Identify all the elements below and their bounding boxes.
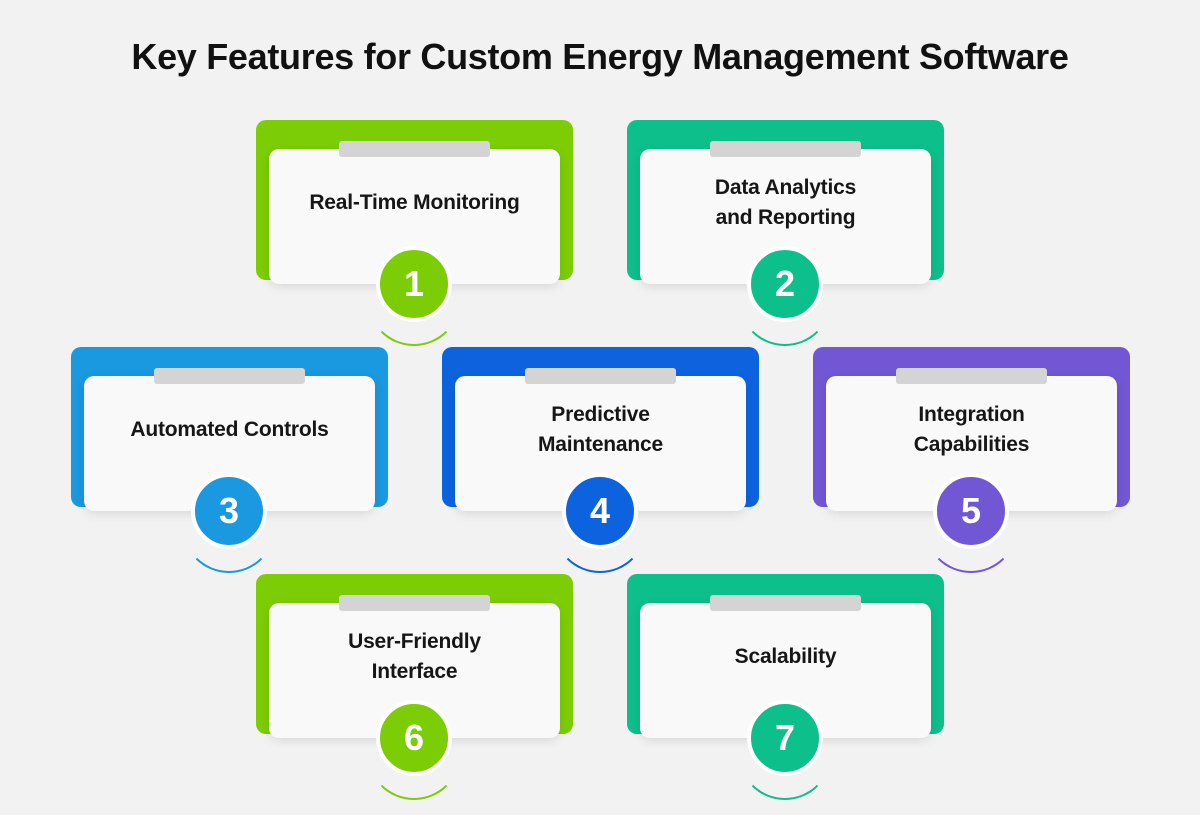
feature-card-predictive-maintenance: Predictive Maintenance 4 (442, 347, 759, 573)
badge-ring (367, 252, 461, 346)
feature-card-real-time-monitoring: Real-Time Monitoring 1 (256, 120, 573, 346)
badge-ring (182, 479, 276, 573)
badge-ring (367, 706, 461, 800)
page-title: Key Features for Custom Energy Managemen… (131, 36, 1069, 77)
feature-label: User-Friendly Interface (348, 629, 481, 683)
badge-ring (738, 252, 832, 346)
feature-number-badge: 4 (562, 473, 638, 549)
feature-number-badge: 5 (933, 473, 1009, 549)
badge-ring (924, 479, 1018, 573)
feature-number-badge: 6 (376, 700, 452, 776)
feature-number-badge: 7 (747, 700, 823, 776)
feature-label: Automated Controls (130, 417, 329, 441)
card-tab (339, 595, 490, 611)
feature-label: Scalability (734, 644, 837, 668)
card-tab (710, 595, 861, 611)
feature-card-scalability: Scalability 7 (627, 574, 944, 800)
feature-card-user-friendly-interface: User-Friendly Interface 6 (256, 574, 573, 800)
feature-number-badge: 1 (376, 246, 452, 322)
feature-card-integration-capabilities: Integration Capabilities 5 (813, 347, 1130, 573)
feature-card-data-analytics: Data Analytics and Reporting 2 (627, 120, 944, 346)
feature-card-automated-controls: Automated Controls 3 (71, 347, 388, 573)
card-tab (896, 368, 1047, 384)
feature-label: Real-Time Monitoring (309, 190, 520, 214)
card-tab (525, 368, 676, 384)
badge-ring (553, 479, 647, 573)
card-tab (710, 141, 861, 157)
feature-label: Data Analytics and Reporting (714, 175, 857, 229)
feature-number-badge: 3 (191, 473, 267, 549)
feature-number-badge: 2 (747, 246, 823, 322)
card-tab (154, 368, 305, 384)
card-tab (339, 141, 490, 157)
feature-label: Predictive Maintenance (538, 402, 663, 456)
feature-label: Integration Capabilities (913, 402, 1030, 456)
badge-ring (738, 706, 832, 800)
